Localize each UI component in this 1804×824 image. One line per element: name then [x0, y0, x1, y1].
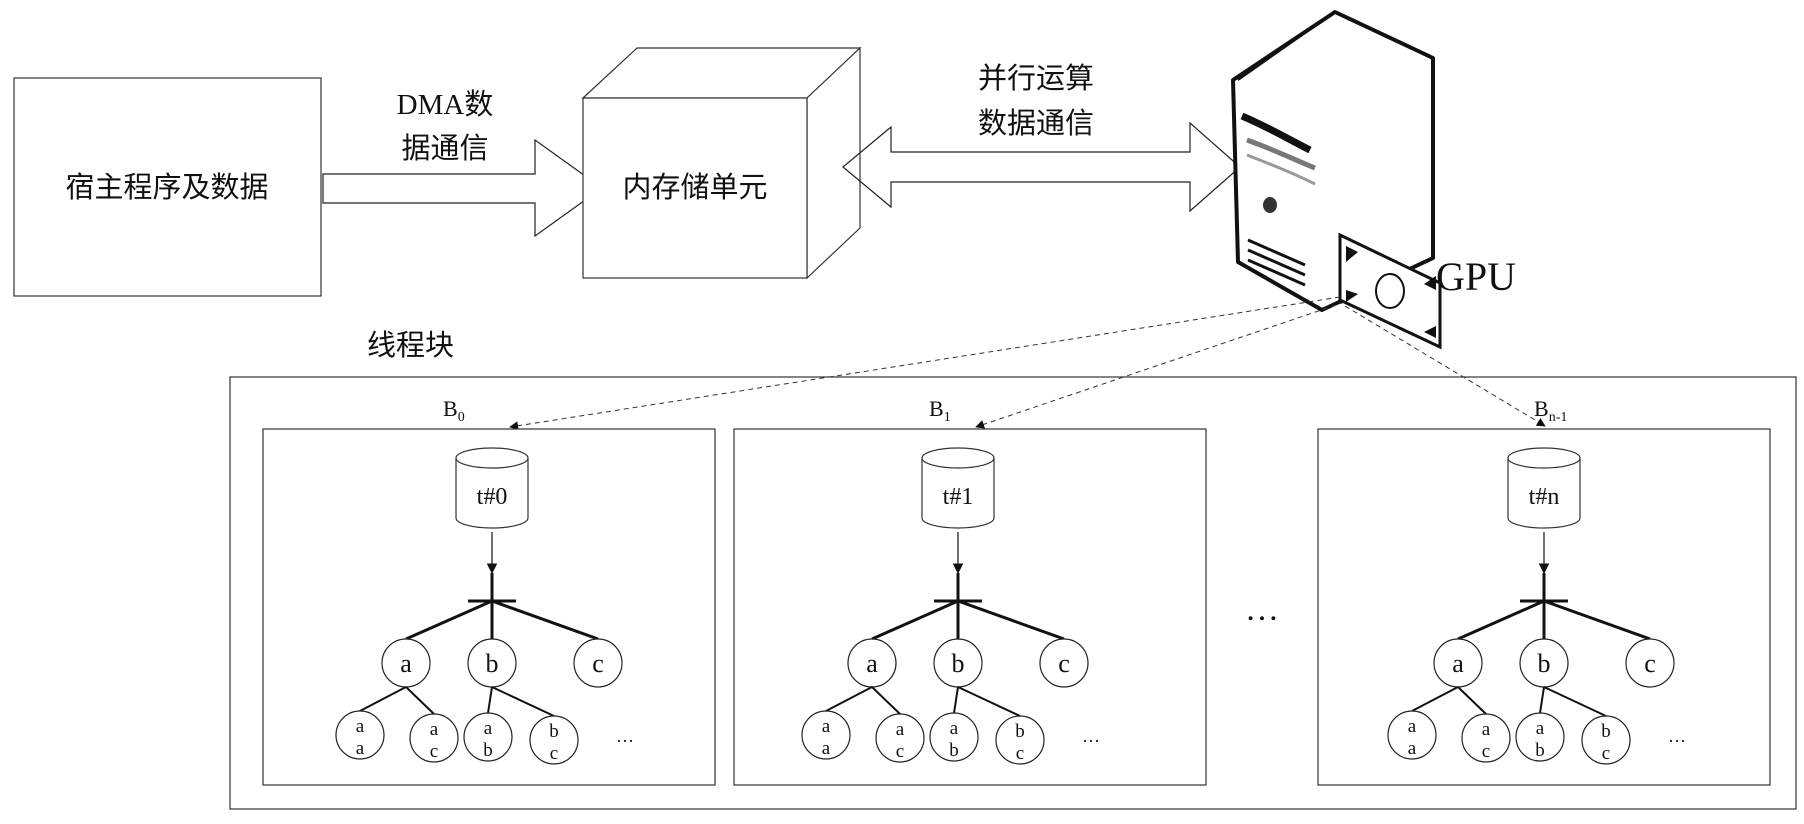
tree-node-label: a [400, 649, 412, 678]
leaf-label-bottom: a [356, 738, 365, 759]
leaf-label-bottom: c [430, 741, 438, 762]
blocks-ellipsis: … [1245, 591, 1279, 628]
gpu-label: GPU [1436, 254, 1516, 299]
leaf-label-bottom: c [896, 741, 904, 762]
thread-cylinder: t#0 [456, 448, 528, 528]
thread-cylinder: t#n [1508, 448, 1580, 528]
leaves-ellipsis: … [616, 726, 634, 746]
leaf-label-bottom: c [550, 743, 558, 764]
thread-blocks-label: 线程块 [367, 329, 454, 362]
leaf-label-top: a [1536, 718, 1545, 739]
parallel-data-arrow: 并行运算 数据通信 [843, 62, 1240, 211]
leaf-label-bottom: c [1602, 743, 1610, 764]
dma-arrow: DMA数 据通信 [323, 88, 602, 236]
leaf-label-top: a [950, 718, 959, 739]
leaf-label-bottom: b [1535, 740, 1545, 761]
leaf-label-top: a [484, 718, 493, 739]
leaf-label-bottom: a [1408, 738, 1417, 759]
dma-label-line1: DMA数 [397, 88, 494, 121]
parallel-label-line1: 并行运算 [978, 62, 1094, 95]
leaves-ellipsis: … [1082, 726, 1100, 746]
leaf-label-top: a [896, 719, 905, 740]
thread-block-0: B0t#0abcaaacabbc… [263, 396, 715, 785]
tree-node-label: c [592, 649, 604, 678]
leaf-label-top: a [430, 719, 439, 740]
leaf-label-bottom: a [822, 738, 831, 759]
leaf-label-top: b [1015, 721, 1025, 742]
host-program-box: 宿主程序及数据 [14, 78, 321, 296]
thread-block-1: B1t#1abcaaacabbc… [734, 396, 1206, 785]
memory-unit-label: 内存储单元 [622, 171, 767, 204]
server-tower-icon [1233, 12, 1440, 347]
thread-label: t#0 [477, 484, 508, 510]
thread-label: t#1 [943, 484, 974, 510]
thread-cylinder: t#1 [922, 448, 994, 528]
memory-unit-cube: 内存储单元 [583, 48, 860, 278]
tree-node-label: a [866, 649, 878, 678]
leaf-label-top: a [1482, 719, 1491, 740]
leaves-ellipsis: … [1668, 726, 1686, 746]
leaf-label-bottom: b [483, 740, 493, 761]
leaf-label-top: b [1601, 721, 1611, 742]
leaf-label-top: a [822, 716, 831, 737]
thread-block-2: Bn-1t#nabcaaacabbc… [1318, 396, 1770, 785]
leaf-label-bottom: c [1016, 743, 1024, 764]
thread-label: t#n [1529, 484, 1560, 510]
tree-node-label: c [1058, 649, 1070, 678]
parallel-label-line2: 数据通信 [978, 107, 1094, 140]
tree-node-label: b [952, 649, 965, 678]
dma-label-line2: 据通信 [401, 132, 488, 165]
tree-node-label: a [1452, 649, 1464, 678]
tree-node-label: b [1538, 649, 1551, 678]
tree-node-label: c [1644, 649, 1656, 678]
tree-node-label: b [486, 649, 499, 678]
leaf-label-bottom: b [949, 740, 959, 761]
host-program-label: 宿主程序及数据 [65, 171, 268, 204]
leaf-label-top: a [356, 716, 365, 737]
leaf-label-bottom: c [1482, 741, 1490, 762]
leaf-label-top: a [1408, 716, 1417, 737]
leaf-label-top: b [549, 721, 559, 742]
